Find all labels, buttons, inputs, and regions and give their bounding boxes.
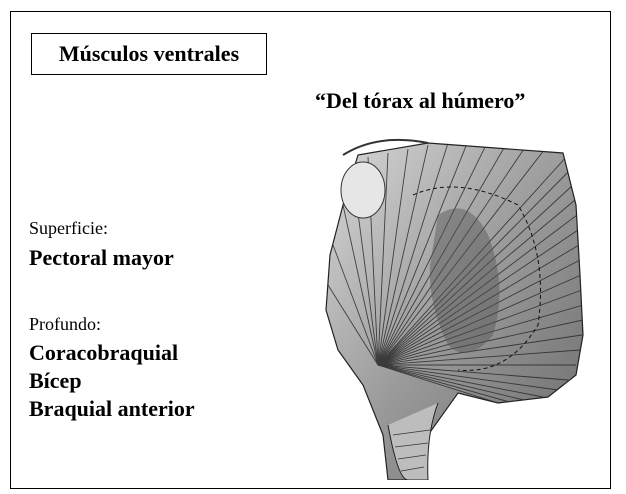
deep-muscle-2: Bícep: [29, 368, 82, 393]
surface-muscle-1: Pectoral mayor: [29, 245, 174, 270]
slide-frame: [10, 11, 611, 489]
deep-muscle-3: Braquial anterior: [29, 396, 195, 421]
quote-heading: “Del tórax al húmero”: [315, 88, 526, 113]
deep-muscle-1: Coracobraquial: [29, 340, 179, 365]
pectoral-muscle-anatomy-illustration: [325, 138, 584, 480]
deep-label: Profundo:: [29, 314, 101, 334]
slide-title: Músculos ventrales: [31, 33, 267, 75]
surface-label: Superficie:: [29, 218, 108, 238]
